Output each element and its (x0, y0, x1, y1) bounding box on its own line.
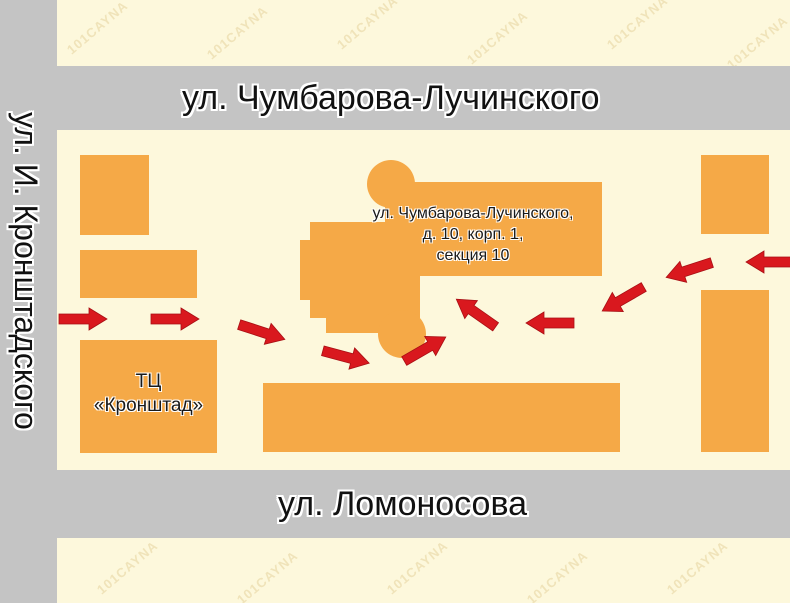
road-label-top: ул. Чумбарова-Лучинского (182, 79, 600, 117)
target-label-line1: ул. Чумбарова-Лучинского, (372, 205, 574, 222)
building (701, 155, 769, 234)
mall-label-line2: «Кронштад» (93, 395, 204, 416)
red-arrow-icon (235, 313, 289, 351)
red-arrow-icon (150, 307, 200, 331)
red-arrow-icon (398, 327, 452, 371)
target-label-line3: секция 10 (436, 247, 510, 264)
red-arrow-icon (319, 339, 373, 375)
road-label-bottom: ул. Ломоносова (278, 485, 528, 523)
red-arrow-icon (58, 307, 108, 331)
target-label-line2: д. 10, корп. 1, (422, 226, 524, 243)
building (80, 155, 149, 235)
red-arrow-icon (449, 289, 503, 337)
building-mall (80, 340, 217, 453)
building (80, 250, 197, 298)
red-arrow-icon (525, 311, 575, 335)
road-top (57, 66, 790, 130)
road-left (0, 0, 57, 603)
road-bottom (57, 470, 790, 538)
building (701, 290, 769, 452)
red-arrow-icon (596, 277, 650, 321)
bottom-border (0, 603, 790, 610)
building (263, 383, 620, 452)
red-arrow-icon (745, 250, 790, 274)
mall-label-line1: ТЦ (135, 371, 162, 392)
red-arrow-icon (662, 251, 716, 289)
target-label: ул. Чумбарова-Лучинского, д. 10, корп. 1… (330, 203, 616, 266)
mall-label: ТЦ «Кронштад» (70, 370, 227, 418)
